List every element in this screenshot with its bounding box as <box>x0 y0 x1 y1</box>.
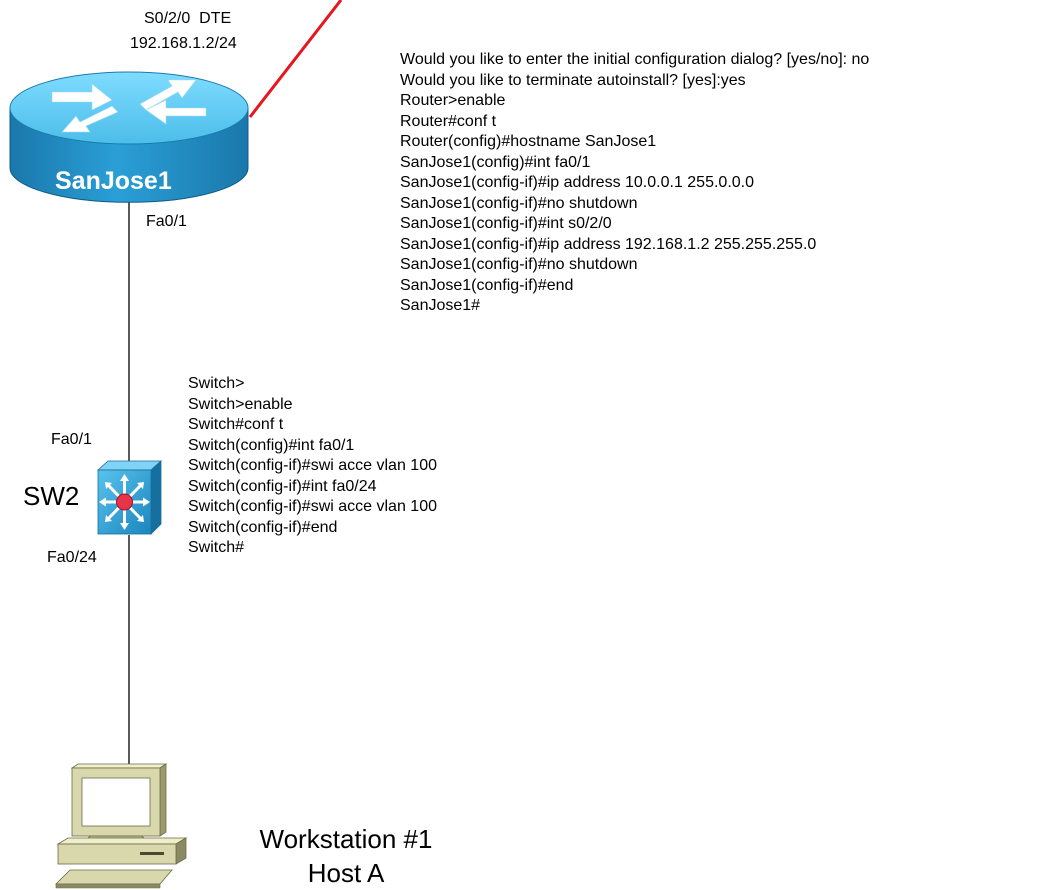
router-config-listing: Would you like to enter the initial conf… <box>400 50 869 317</box>
serial-link <box>248 0 343 118</box>
switch-config-line: Switch# <box>188 539 245 556</box>
router-config-line: SanJose1(config-if)#ip address 192.168.1… <box>400 235 817 253</box>
router-icon <box>9 71 249 203</box>
host-label: Workstation #1 Host A <box>236 822 456 890</box>
router-config-line: SanJose1(config-if)#int s0/2/0 <box>400 215 612 232</box>
switch-config-line: Switch(config)#int fa0/1 <box>188 436 355 454</box>
host-name-line2: Host A <box>307 858 385 888</box>
router-config-line: SanJose1(config-if)#ip address 10.0.0.1 … <box>400 174 755 191</box>
router-config-line: Would you like to enter the initial conf… <box>400 51 870 68</box>
router-config-line: Would you like to terminate autoinstall?… <box>400 71 746 89</box>
switch-config-line: Switch(config-if)#swi acce vlan 100 <box>188 457 437 474</box>
switch-icon <box>96 460 163 535</box>
switch-config-line: Switch(config-if)#swi acce vlan 100 <box>188 498 437 515</box>
router-config-line: Router#conf t <box>400 112 497 130</box>
switch-config-line: Switch#conf t <box>188 416 284 433</box>
switch-config-listing: Switch> Switch>enable Switch#conf t Swit… <box>188 374 437 559</box>
switch-uplink-interface-label: Fa0/1 <box>51 431 92 448</box>
router-config-line: SanJose1(config-if)#end <box>400 276 574 294</box>
router-config-line: Router>enable <box>400 92 506 109</box>
switch-name: SW2 <box>23 481 80 511</box>
host-name-line1: Workstation #1 <box>259 824 433 854</box>
serial-interface-label: S0/2/0 DTE <box>144 10 232 27</box>
switch-config-line: Switch(config-if)#end <box>188 518 338 536</box>
router-config-line: SanJose1(config-if)#no shutdown <box>400 194 638 212</box>
router-name: SanJose1 <box>55 167 172 195</box>
router-config-line: SanJose1# <box>400 297 481 314</box>
workstation-icon <box>55 763 188 889</box>
router-config-line: Router(config)#hostname SanJose1 <box>400 133 657 150</box>
switch-config-line: Switch(config-if)#int fa0/24 <box>188 477 377 495</box>
switch-host-interface-label: Fa0/24 <box>47 549 97 566</box>
switch-config-line: Switch>enable <box>188 395 293 413</box>
switch-config-line: Switch> <box>188 375 245 392</box>
router-config-line: SanJose1(config-if)#no shutdown <box>400 256 638 273</box>
router-lan-interface-label: Fa0/1 <box>146 213 187 230</box>
router-config-line: SanJose1(config)#int fa0/1 <box>400 153 591 171</box>
serial-ip-label: 192.168.1.2/24 <box>130 35 237 52</box>
